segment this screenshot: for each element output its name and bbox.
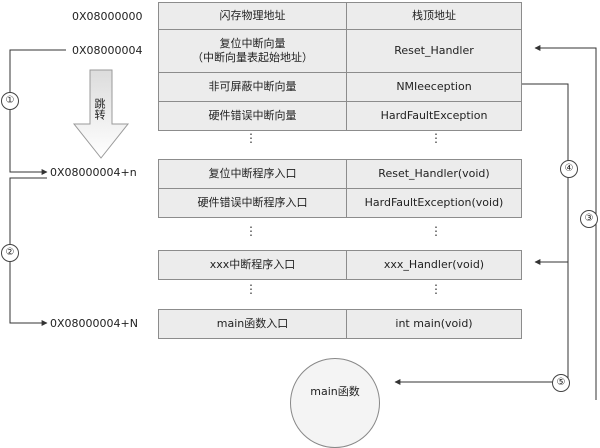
arrow-path-1 [9,49,66,175]
jump-arrow-shape [72,69,130,159]
ellipsis-1-right: ⋮ [430,131,442,145]
cell-flash-physical-address: 闪存物理地址 [159,3,347,29]
entry-table: 复位中断程序入口 Reset_Handler(void) 硬件错误中断程序入口 … [158,159,522,218]
address-0x08000004: 0X08000004 [72,44,143,57]
ellipsis-3-right: ⋮ [430,282,442,296]
vector-row-nmi: 非可屏蔽中断向量 NMIeeception [159,72,521,101]
ellipsis-2-right: ⋮ [430,224,442,238]
cell-hardfault-entry: 硬件错误中断程序入口 [159,189,347,217]
ellipsis-3-left: ⋮ [245,282,257,296]
cell-reset-handler-void: Reset_Handler(void) [378,167,490,180]
cell-xxx-handler: xxx_Handler(void) [383,258,485,271]
ellipsis-1-left: ⋮ [245,131,257,145]
flow-arrows [9,45,597,400]
cell-stack-top-address: 栈顶地址 [412,9,456,22]
entry-row-hardfault: 硬件错误中断程序入口 HardFaultException(void) [159,188,521,217]
cell-main-entry: main函数入口 [159,310,347,338]
arrow-path-3 [534,45,597,400]
address-0x08000004-N: 0X08000004+N [50,317,138,330]
vector-row-reset: 复位中断向量 （中断向量表起始地址） Reset_Handler [159,29,521,72]
main-row: main函数入口 int main(void) [159,310,521,338]
ellipsis-2-left: ⋮ [245,224,257,238]
cell-hardfault-vector: 硬件错误中断向量 [159,102,347,130]
main-bubble-label: main函数 [310,385,360,398]
xxx-row: xxx中断程序入口 xxx_Handler(void) [159,251,521,279]
vector-row-flash-address: 闪存物理地址 栈顶地址 [159,3,521,29]
address-0x08000000: 0X08000000 [72,10,143,23]
cell-hardfault-exception-void: HardFaultException(void) [364,196,504,209]
cell-nmi-vector: 非可屏蔽中断向量 [159,73,347,101]
jump-label: 跳转 [93,98,106,120]
vector-table: 闪存物理地址 栈顶地址 复位中断向量 （中断向量表起始地址） Reset_Han… [158,2,522,131]
cell-reset-handler: Reset_Handler [394,44,474,57]
xxx-table: xxx中断程序入口 xxx_Handler(void) [158,250,522,280]
address-0x08000004-n: 0X08000004+n [50,166,137,179]
cell-reset-entry: 复位中断程序入口 [159,160,347,188]
vector-row-hardfault: 硬件错误中断向量 HardFaultException [159,101,521,130]
cell-hardfault-exception: HardFaultException [380,109,488,122]
arrow-path-5 [394,262,569,385]
main-table: main函数入口 int main(void) [158,309,522,339]
marker-1: ① [1,92,19,110]
cell-reset-vector: 复位中断向量 （中断向量表起始地址） [159,30,347,72]
marker-4: ④ [560,160,578,178]
marker-3: ③ [580,210,598,228]
cell-nmi-exception: NMIeeception [396,80,472,93]
cell-xxx-entry: xxx中断程序入口 [159,251,347,279]
marker-2: ② [1,244,19,262]
marker-5: ⑤ [552,374,570,392]
cell-int-main: int main(void) [395,317,473,330]
entry-row-reset: 复位中断程序入口 Reset_Handler(void) [159,160,521,188]
